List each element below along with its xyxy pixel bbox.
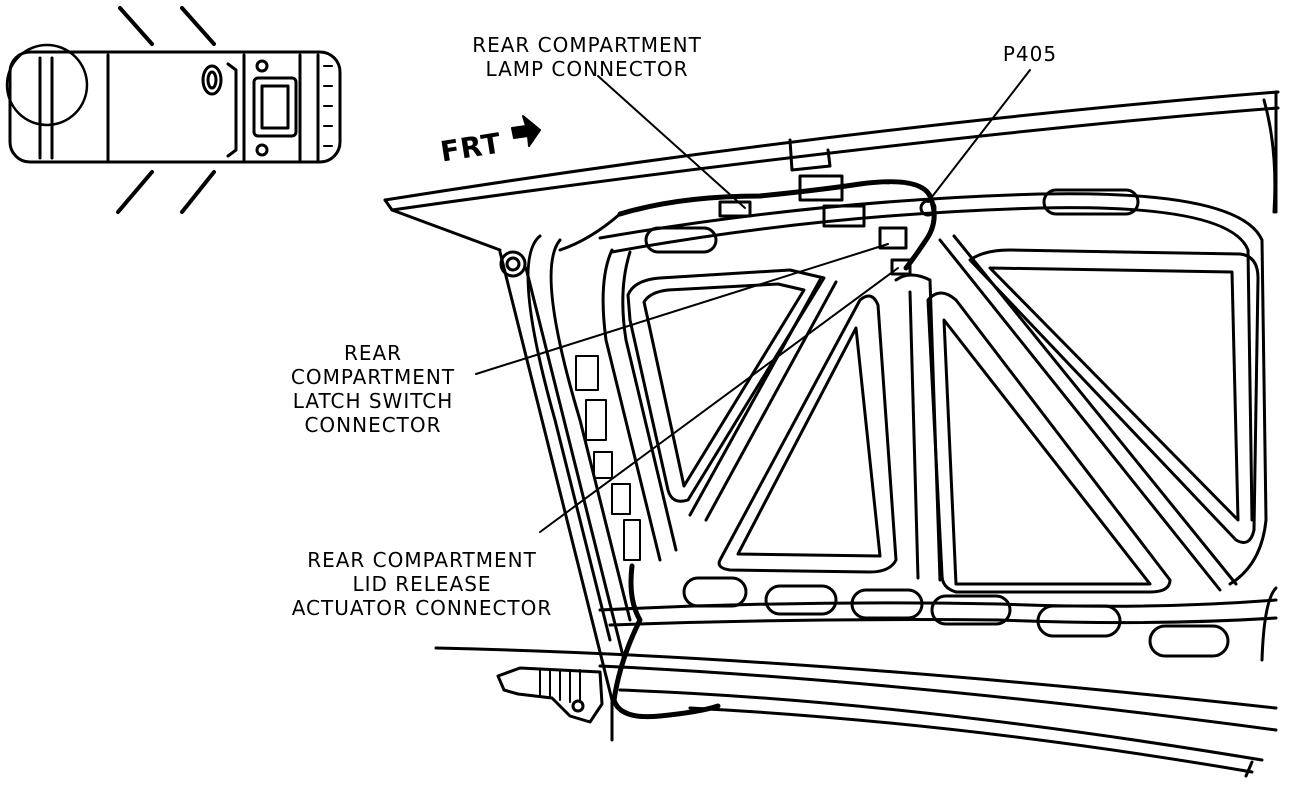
label-latch-switch-connector: REAR COMPARTMENT LATCH SWITCH CONNECTOR xyxy=(290,341,456,437)
wiring-harness xyxy=(558,179,937,720)
vehicle-locator-inset xyxy=(5,6,342,214)
leader-lines xyxy=(475,69,1031,533)
latch-switch-leader xyxy=(475,243,889,375)
lid-release-leader xyxy=(539,267,899,533)
lamp-connector-leader xyxy=(597,75,746,209)
front-arrow-icon xyxy=(511,115,541,147)
motion-lines xyxy=(116,6,216,214)
lid-access-holes xyxy=(644,188,1230,658)
label-p405: P405 xyxy=(1002,42,1058,66)
label-lamp-connector: REAR COMPARTMENT LAMP CONNECTOR xyxy=(472,33,702,81)
rear-compartment-lid xyxy=(383,90,1280,778)
harness-connectors xyxy=(718,138,937,276)
label-lid-release-connector: REAR COMPARTMENT LID RELEASE ACTUATOR CO… xyxy=(291,548,553,620)
locator-highlight-circle xyxy=(5,43,89,127)
p405-leader xyxy=(927,69,1031,203)
